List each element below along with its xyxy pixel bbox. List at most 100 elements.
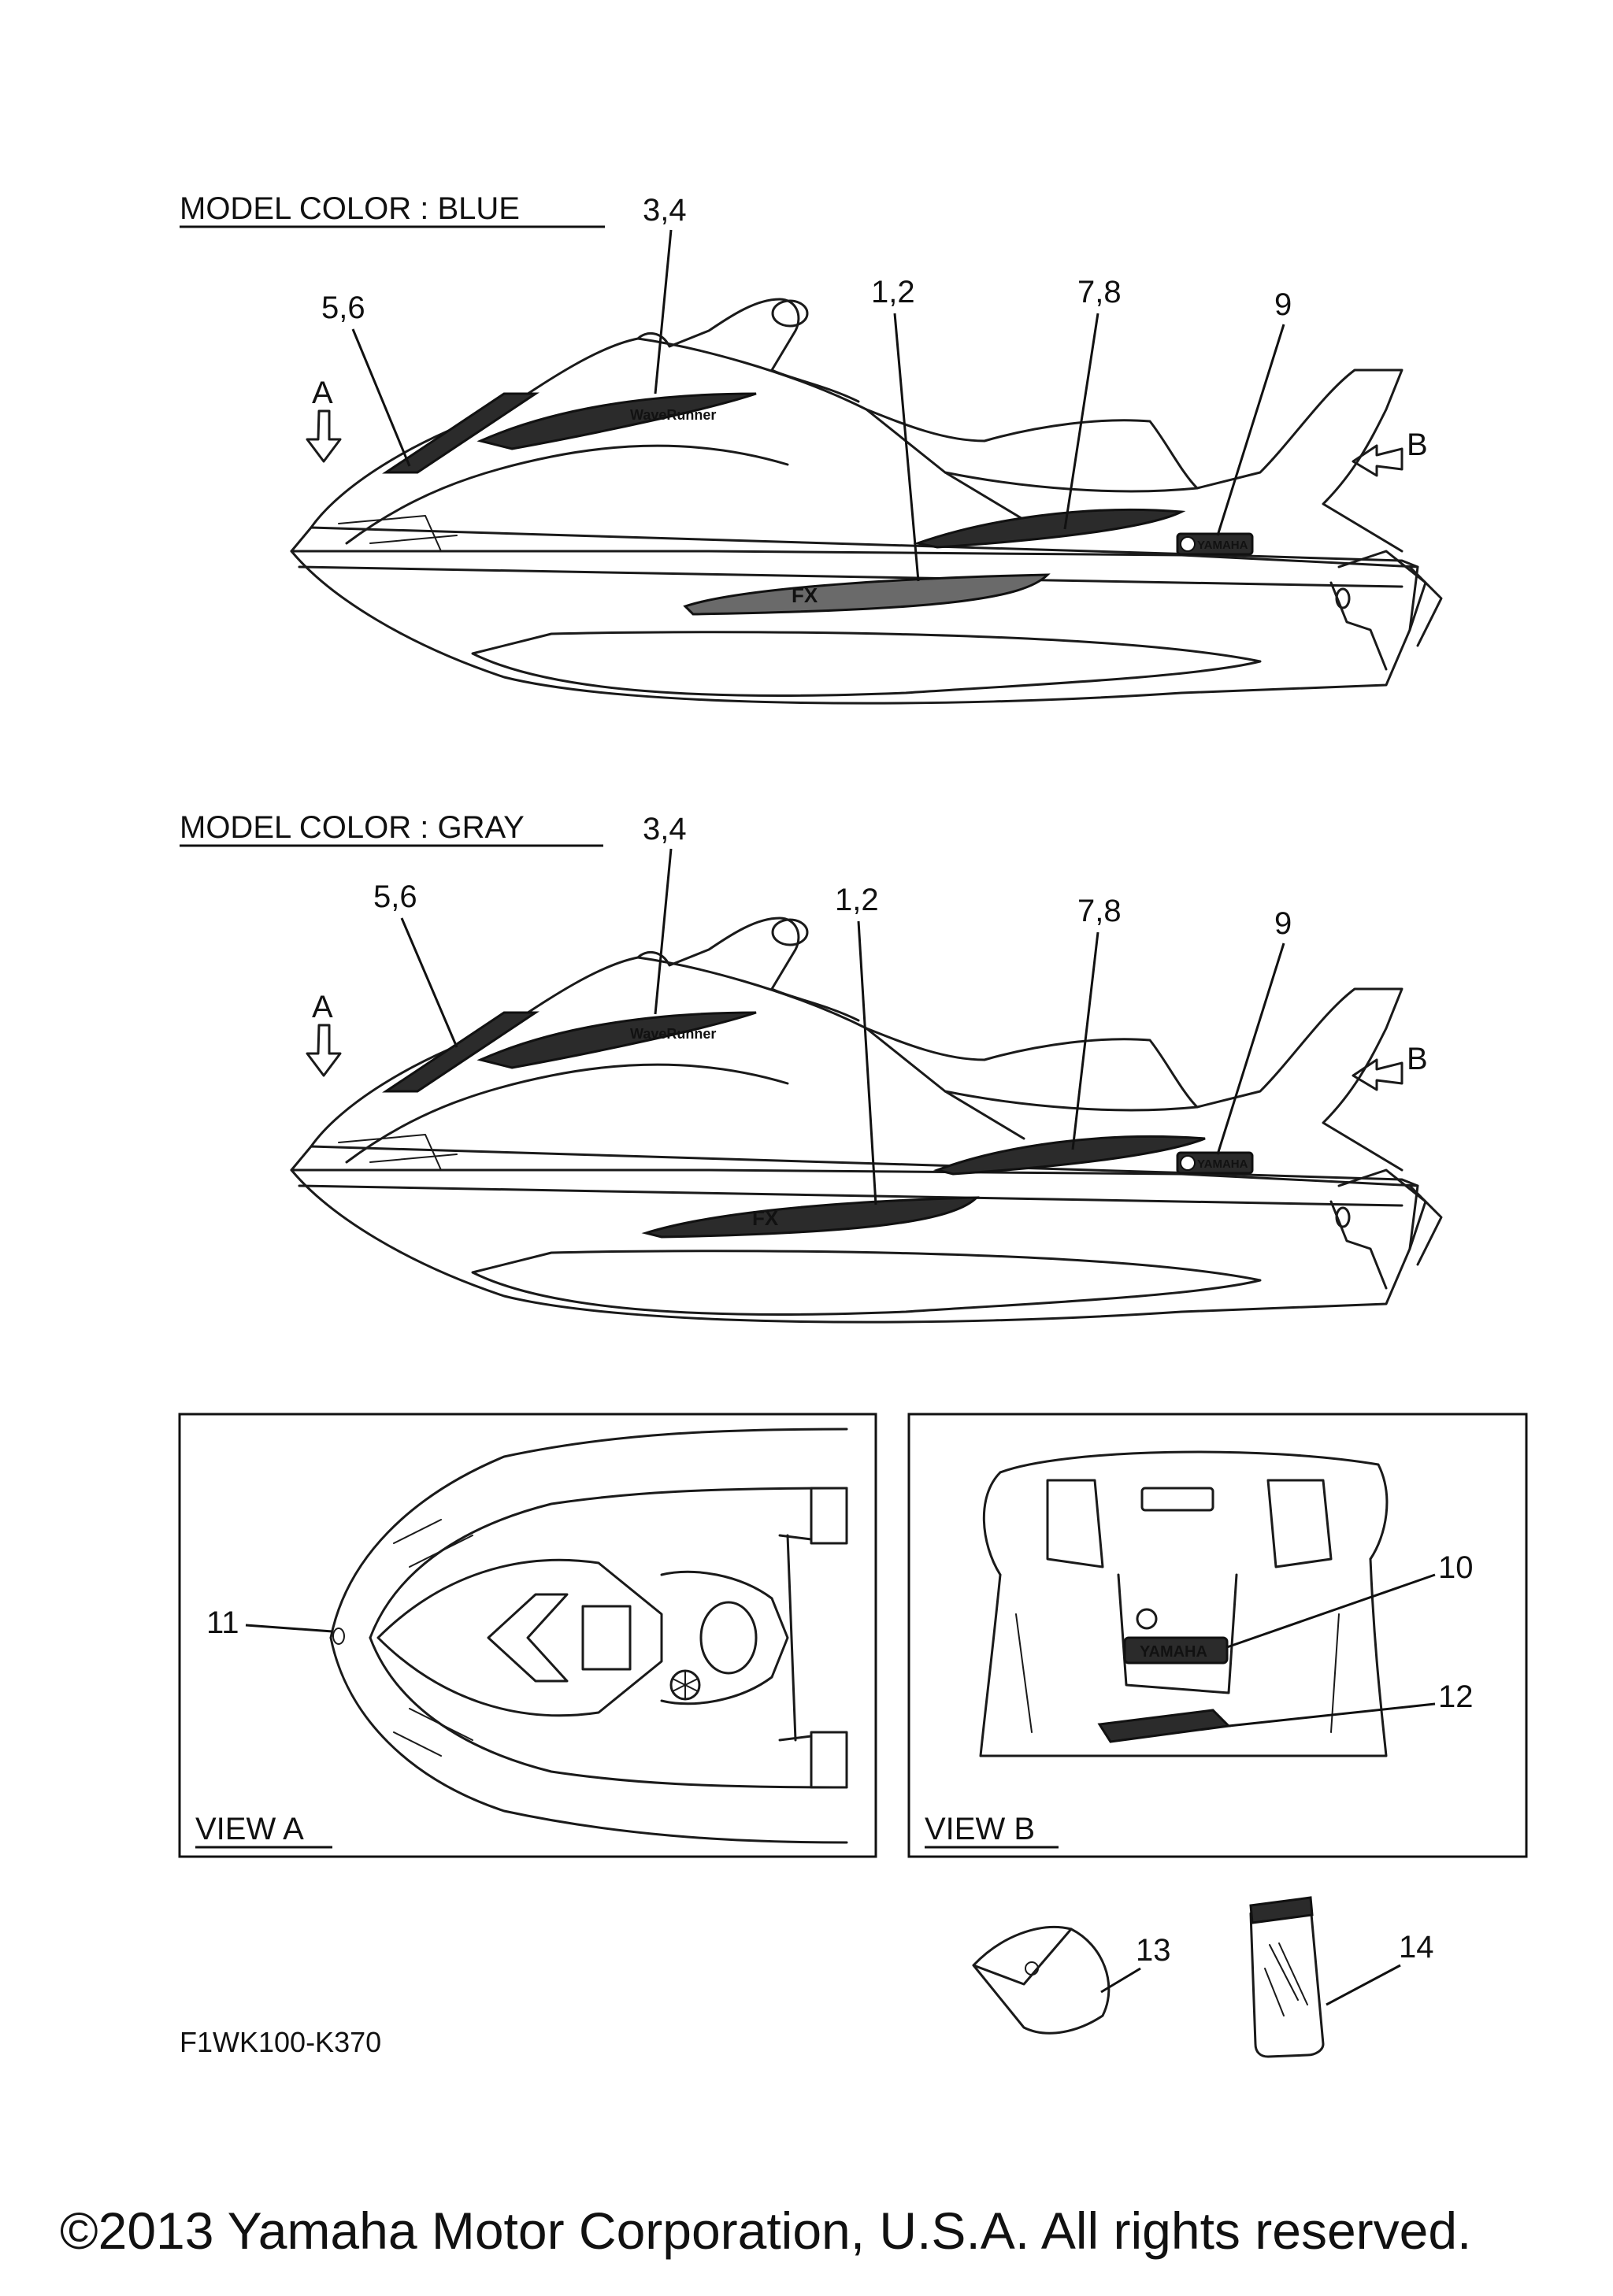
view-b-arrow-blue: B bbox=[1352, 428, 1428, 477]
hull-outline bbox=[290, 1168, 1419, 1324]
decal-waverunner-text-gray: WaveRunner bbox=[630, 1026, 716, 1042]
decal-waverunner-text-blue: WaveRunner bbox=[630, 407, 716, 423]
deck-vents bbox=[393, 1519, 473, 1757]
callout-9-gray: 9 bbox=[1274, 906, 1292, 941]
stern-creases bbox=[1015, 1613, 1340, 1733]
tuning-fork-emblem-blue bbox=[1180, 536, 1196, 552]
bow-vent-2 bbox=[369, 535, 458, 544]
gray-model-section: MODEL COLOR : GRAY WaveRunner FX bbox=[180, 810, 1443, 1324]
callout-9-blue: 9 bbox=[1274, 287, 1292, 322]
leader-11 bbox=[245, 1624, 333, 1633]
gray-model-header: MODEL COLOR : GRAY bbox=[180, 810, 525, 845]
decal-brand-text-gray: YAMAHA bbox=[1197, 1157, 1248, 1171]
decal-10-yamaha bbox=[1123, 1636, 1229, 1665]
stern-transom bbox=[1329, 581, 1388, 671]
callout-5-6-gray: 5,6 bbox=[373, 880, 417, 914]
decal-fx-text-blue: FX bbox=[792, 583, 818, 607]
decal-3-4-gray bbox=[476, 1011, 757, 1069]
view-b-label: VIEW B bbox=[925, 1812, 1035, 1846]
leader-3-4-gray bbox=[654, 848, 673, 1015]
bow-vent-1 bbox=[338, 1134, 442, 1171]
top-deck-inner-upper bbox=[369, 1487, 848, 1639]
left-arrow-icon bbox=[1352, 444, 1403, 477]
bag-shine-icon bbox=[1264, 1942, 1308, 2016]
bag-body bbox=[1249, 1904, 1325, 2058]
decal-1-2-gray bbox=[641, 1196, 980, 1239]
decal-7-8-blue bbox=[913, 508, 1186, 549]
seat-base bbox=[944, 1090, 1199, 1112]
callout-3-4-blue: 3,4 bbox=[643, 193, 687, 228]
view-b-frame bbox=[907, 1413, 1528, 1858]
leader-7-8-gray bbox=[1071, 931, 1099, 1150]
leader-12 bbox=[1228, 1702, 1436, 1728]
view-a-arrow-gray: A bbox=[306, 990, 342, 1077]
callout-5-6-blue: 5,6 bbox=[321, 291, 365, 325]
watercraft-top-view bbox=[329, 1428, 848, 1844]
left-arrow-icon bbox=[1352, 1058, 1403, 1091]
stern-ring bbox=[1335, 587, 1351, 609]
decal-brand-text-blue: YAMAHA bbox=[1197, 539, 1248, 552]
rub-rail-line bbox=[298, 565, 1403, 588]
leader-5-6-blue bbox=[351, 328, 411, 467]
stern-step bbox=[1337, 1168, 1427, 1250]
decal-fx-text-gray: FX bbox=[752, 1206, 779, 1230]
view-b-panel: YAMAHA 10 12 VIEW B bbox=[907, 1413, 1528, 1858]
bow-eye-decal bbox=[332, 1628, 345, 1645]
leader-9-blue bbox=[1216, 324, 1285, 536]
part-14-bag: 14 bbox=[1249, 1896, 1434, 2058]
copyright-notice: ©2013 Yamaha Motor Corporation, U.S.A. A… bbox=[60, 2202, 1471, 2260]
decal-12 bbox=[1097, 1709, 1232, 1743]
bow-contour bbox=[345, 444, 789, 545]
stern-step bbox=[1337, 550, 1427, 631]
bow-contour bbox=[345, 1063, 789, 1164]
stern-handle bbox=[1408, 1184, 1443, 1266]
decal-9-blue bbox=[1176, 532, 1254, 556]
console-outline bbox=[660, 1570, 789, 1705]
decal-5-6-blue bbox=[382, 392, 540, 474]
leader-3-4-blue bbox=[654, 229, 673, 394]
view-a-arrow-blue: A bbox=[306, 376, 342, 463]
callout-1-2-blue: 1,2 bbox=[871, 275, 915, 309]
decal-1-2-blue bbox=[683, 573, 1051, 616]
leader-14 bbox=[1326, 1964, 1401, 2006]
stern-body bbox=[979, 1557, 1388, 1757]
hull-strake bbox=[471, 1250, 1262, 1316]
leader-13 bbox=[1100, 1967, 1141, 1994]
rub-rail-line bbox=[298, 1184, 1403, 1207]
leader-1-2-blue bbox=[893, 313, 920, 582]
callout-7-8-blue: 7,8 bbox=[1077, 275, 1122, 309]
down-arrow-icon bbox=[306, 409, 342, 463]
handlebar-grip bbox=[771, 299, 809, 328]
callout-3-4-gray: 3,4 bbox=[643, 812, 687, 846]
view-a-label: VIEW A bbox=[195, 1812, 304, 1846]
leader-1-2-gray bbox=[857, 920, 877, 1205]
gunwale-line bbox=[290, 526, 1419, 568]
decal-10-text: YAMAHA bbox=[1140, 1643, 1207, 1661]
seat bbox=[865, 987, 1403, 1172]
stern-panel bbox=[1117, 1573, 1238, 1694]
callout-13: 13 bbox=[1136, 1933, 1171, 1968]
view-a-panel: 11 VIEW A bbox=[178, 1413, 877, 1858]
watercraft-side-view-gray: WaveRunner FX YAMAHA bbox=[290, 917, 1443, 1324]
view-a-letter-blue: A bbox=[312, 376, 333, 410]
bow-vent-2 bbox=[369, 1154, 458, 1163]
top-deck-upper-edge bbox=[329, 1428, 848, 1639]
callout-14: 14 bbox=[1399, 1930, 1434, 1965]
view-b-letter-blue: B bbox=[1407, 428, 1428, 462]
hull-outline bbox=[290, 550, 1419, 705]
pouch-body bbox=[972, 1925, 1111, 2035]
view-a-frame bbox=[178, 1413, 877, 1858]
grab-right bbox=[1266, 1479, 1333, 1568]
view-b-arrow-gray: B bbox=[1352, 1042, 1428, 1091]
leader-9-gray bbox=[1216, 942, 1285, 1155]
top-deck-lower-edge bbox=[329, 1636, 848, 1844]
top-deck-inner-lower bbox=[369, 1636, 848, 1789]
watercraft-rear-view: YAMAHA bbox=[979, 1450, 1389, 1757]
decal-7-8-gray bbox=[933, 1135, 1206, 1176]
handlebar-ends bbox=[778, 1534, 813, 1742]
blue-model-section: MODEL COLOR : BLUE bbox=[180, 191, 1443, 705]
handlebar-console bbox=[636, 917, 860, 1022]
view-a-letter-gray: A bbox=[312, 990, 333, 1024]
storage-hatch-lower bbox=[810, 1731, 848, 1789]
